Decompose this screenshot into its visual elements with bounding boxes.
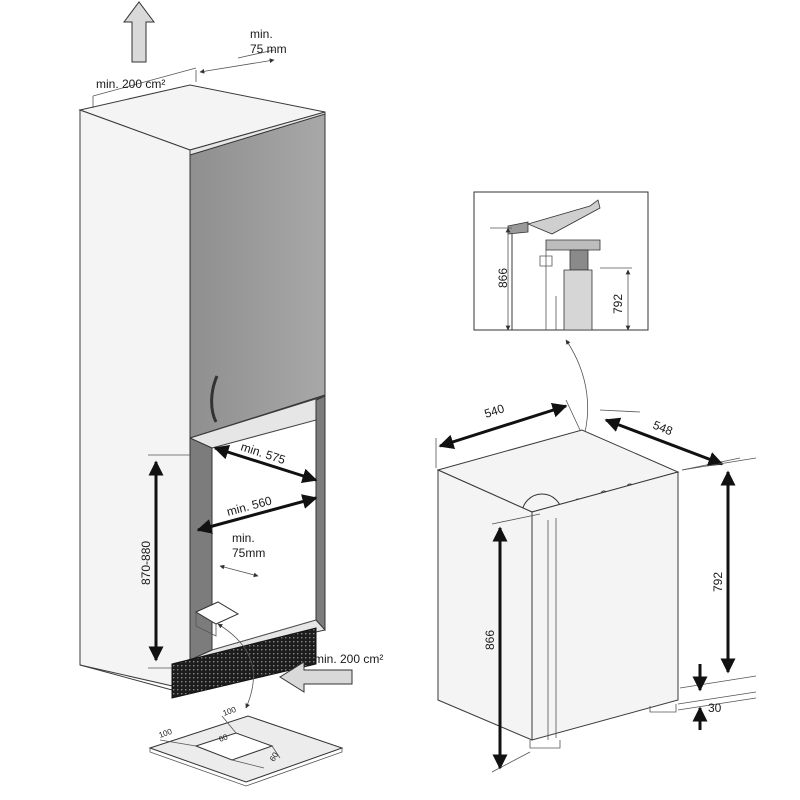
vent-bottom-label: min. 200 cm² <box>314 652 383 666</box>
rear-gap-label-2: 75mm <box>232 546 265 560</box>
niche-height-label: 870-880 <box>139 541 153 585</box>
rear-gap-label-1: min. <box>232 531 255 545</box>
appliance-front <box>531 471 679 741</box>
cutout-dim-a: 100 <box>158 727 174 740</box>
appliance-depth-label: 548 <box>651 418 675 439</box>
cutout-dim-c: 60 <box>218 732 230 744</box>
cutout-dim-b: 100 <box>222 705 238 718</box>
vent-top-label: min. 200 cm² <box>96 77 165 91</box>
niche-frame-left <box>189 437 213 661</box>
upper-door <box>189 113 326 439</box>
cabinet-left-side <box>79 109 191 691</box>
door-handle <box>210 375 219 423</box>
niche-frame-right <box>315 395 326 632</box>
air-inflow-arrow-icon <box>279 661 353 693</box>
appliance-width-label: 540 <box>483 401 507 421</box>
appliance-body-height-label: 792 <box>711 572 725 592</box>
floor-cutout-detail: 100 100 60 60 <box>148 705 344 787</box>
appliance-depth-dimension <box>604 417 724 467</box>
floor-vent-cutout <box>194 601 240 625</box>
top-gap-label-1: min. <box>250 27 273 41</box>
plinth-height-label: 30 <box>708 701 722 715</box>
appliance-total-height-label: 866 <box>483 630 497 650</box>
appliance-width-dimension <box>438 402 568 450</box>
air-outflow-arrow-icon <box>123 1 155 63</box>
hinge-detail-inset: 866 792 <box>473 191 649 331</box>
appliance-left-side <box>437 469 533 741</box>
cabinet-drawing: min. 200 cm² min. 75 mm 870-880 min. 575… <box>78 1 383 787</box>
detail-height-866-label: 866 <box>496 268 510 288</box>
niche-depth-dimension <box>213 444 318 484</box>
appliance-drawing: 540 548 866 792 30 <box>435 399 757 773</box>
niche-width-dimension <box>196 494 318 534</box>
detail-height-792-label: 792 <box>611 294 625 314</box>
top-gap-label-2: 75 mm <box>250 42 287 56</box>
